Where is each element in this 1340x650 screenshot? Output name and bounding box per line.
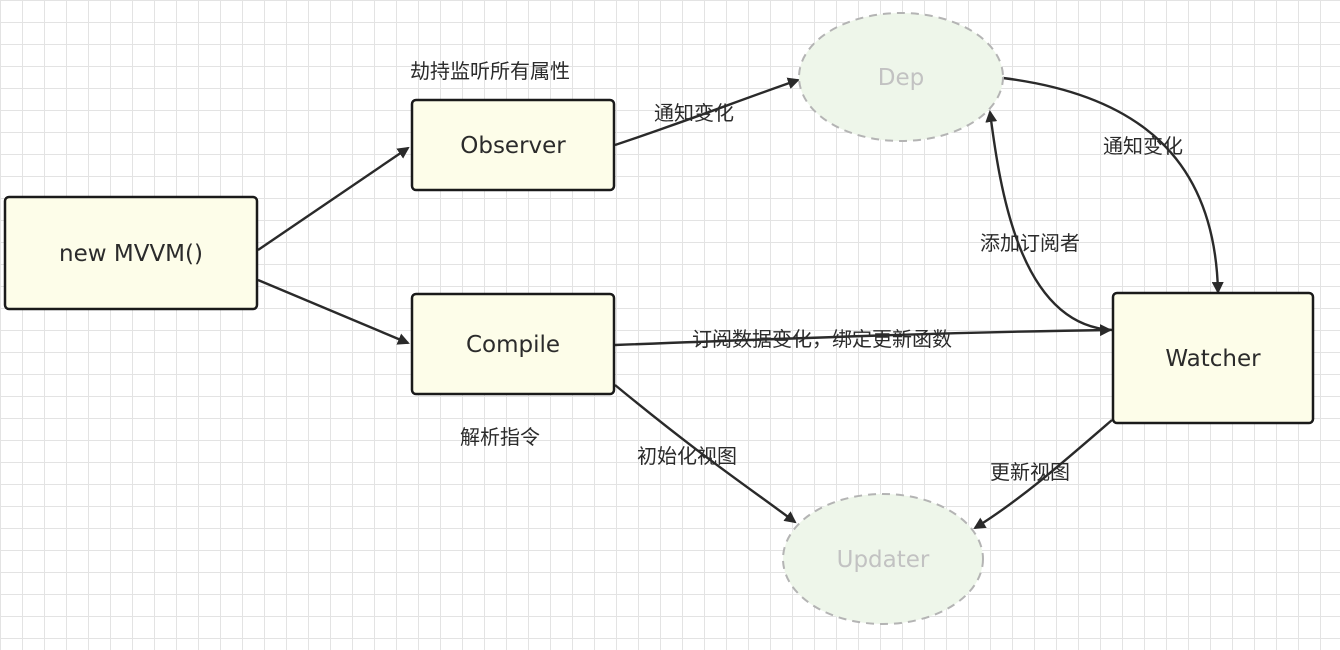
edge-label-watcher-dep: 添加订阅者 — [980, 231, 1080, 255]
edge-watcher-to-updater — [973, 419, 1113, 530]
edge-label-dep-watcher: 通知变化 — [1103, 134, 1183, 158]
edge-dep-to-watcher — [1002, 76, 1224, 294]
edge-observer-to-dep — [614, 77, 800, 147]
edge-label-compile-watcher: 订阅数据变化，绑定更新函数 — [692, 327, 952, 351]
caption-observer: 劫持监听所有属性 — [410, 59, 570, 83]
edge-watcher-to-dep — [985, 110, 1113, 332]
edge-label-compile-updater: 初始化视图 — [637, 444, 737, 468]
node-observer: Observer — [410, 98, 616, 192]
node-observer-label: Observer — [460, 133, 566, 159]
node-updater: Updater — [782, 493, 984, 625]
edge-mvvm-to-observer — [257, 146, 410, 251]
edge-compile-to-watcher — [614, 324, 1112, 347]
node-watcher: Watcher — [1111, 291, 1315, 425]
node-dep-label: Dep — [878, 65, 924, 91]
node-watcher-label: Watcher — [1165, 346, 1261, 372]
node-mvvm-label: new MVVM() — [59, 241, 203, 267]
node-updater-label: Updater — [837, 547, 930, 573]
edge-label-watcher-updater: 更新视图 — [990, 460, 1070, 484]
node-mvvm: new MVVM() — [3, 195, 259, 311]
node-dep: Dep — [798, 12, 1004, 142]
caption-compile: 解析指令 — [460, 425, 540, 449]
edge-labels: 通知变化 通知变化 添加订阅者 订阅数据变化，绑定更新函数 初始化视图 更新视图 — [637, 101, 1183, 484]
node-compile: Compile — [410, 292, 616, 396]
node-compile-label: Compile — [466, 332, 560, 358]
edge-label-observer-dep: 通知变化 — [654, 101, 734, 125]
edge-compile-to-updater — [614, 384, 797, 524]
edges — [257, 76, 1224, 530]
edge-mvvm-to-compile — [257, 278, 410, 345]
